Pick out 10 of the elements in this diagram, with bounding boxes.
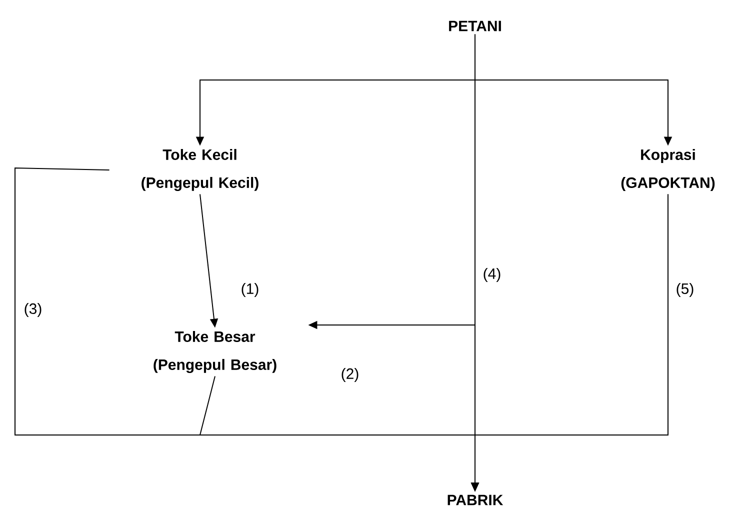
node-label: PABRIK [448, 494, 504, 506]
edge-label: (1) [240, 282, 260, 298]
node-label: Koprasi (GAPOKTAN) [621, 149, 715, 191]
edge-label: (5) [674, 282, 696, 298]
edge-label: (2) [340, 367, 360, 383]
node-label: PETANI [449, 20, 501, 32]
edge-label: (4) [482, 267, 502, 283]
node-label: Toke Besar (Pengepul Besar) [154, 330, 276, 374]
edge-label: (3) [22, 302, 44, 318]
node-label: Toke Kecil (Pengepul Kecil) [142, 148, 258, 192]
